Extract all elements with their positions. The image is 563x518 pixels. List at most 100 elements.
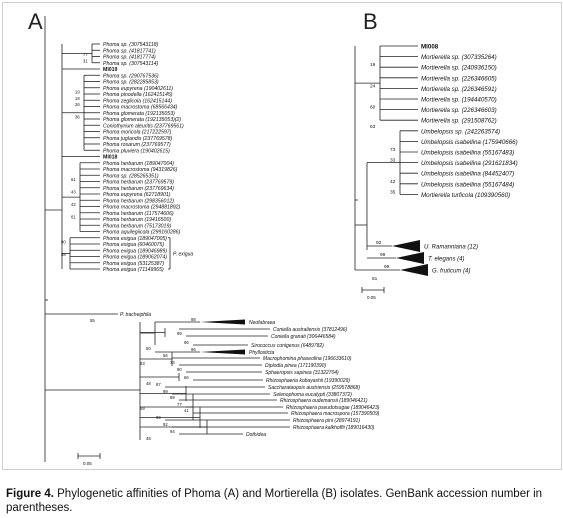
- bootstrap-value: 36: [75, 115, 80, 120]
- bootstrap-value: 94: [170, 429, 175, 434]
- taxon-label: Phoma herbarum (75173019): [103, 223, 171, 229]
- outgroup-label: Rhizosphaera oudemansii (189046421): [280, 398, 368, 404]
- outgroup-label: Dothidea: [246, 432, 266, 438]
- bootstrap-value: 99: [163, 389, 168, 394]
- taxon-label: Phoma exigua (189046989): [103, 248, 167, 254]
- figure-caption: Figure 4. Phylogenetic affinities of Pho…: [6, 487, 558, 515]
- taxon-label: Phoma herbarum (19416500): [103, 217, 171, 223]
- outgroup-label: Sirococcus conigenus (6489782): [251, 343, 324, 349]
- taxon-label: Phoma rosarum (237769577): [103, 142, 171, 148]
- bootstrap-value: 63: [140, 361, 145, 366]
- bootstrap-value: 73: [170, 360, 175, 365]
- collapsed-clade-label: Neofabraea: [249, 320, 275, 326]
- taxon-label: Coniothyrium aleuritis (237769561): [103, 123, 184, 129]
- panel-b-letter: B: [363, 9, 378, 34]
- taxon-label: Phoma glomerata (192135053): [103, 111, 175, 117]
- bootstrap-value: 61: [71, 177, 76, 182]
- bootstrap-value: 60: [370, 105, 376, 111]
- outgroup-label: Rhizosphaera pini (28974191): [293, 418, 360, 424]
- taxon-label: Phoma eupyrena (190402611): [103, 86, 173, 92]
- outgroup-label: Sphaeropsis sapinea (31322704): [265, 370, 339, 376]
- taxon-label: Phoma sp. (307543118): [103, 42, 159, 48]
- taxon-label: Umbelopsis isabellina (175940666): [421, 139, 518, 146]
- taxon-label: Phoma exigua (189062074): [103, 255, 167, 261]
- bootstrap-value: 90: [61, 240, 66, 245]
- taxon-label: Phoma exigua (53125387): [103, 261, 164, 267]
- collapsed-clade-label: T. elegans (4): [428, 257, 464, 263]
- taxon-label: Phoma herbarum (189047004): [103, 161, 174, 167]
- bootstrap-value: 33: [390, 158, 396, 164]
- isolate-label: MI018: [103, 155, 118, 161]
- bootstrap-value: 31: [83, 58, 88, 63]
- collapsed-clade-label: G. fruticum (4): [432, 269, 470, 275]
- taxon-label: Phoma aquilegiicola (299160286): [103, 230, 181, 236]
- bootstrap-value: 90: [177, 367, 182, 372]
- bootstrap-value: 35: [390, 189, 396, 195]
- taxon-label: Umbelopsis isabellina (55167484): [421, 181, 514, 188]
- outgroup-label: Rhizosphaera kalkhoffii (189016430): [293, 425, 375, 431]
- caption-text: Phylogenetic affinities of Phoma (A) and…: [6, 488, 543, 514]
- bootstrap-value: 43: [71, 190, 76, 195]
- bootstrap-value: 18: [75, 96, 80, 101]
- taxon-label: Mortierella sp. (240936150): [421, 65, 497, 72]
- taxon-label: Mortierella sp. (194440570): [421, 97, 497, 104]
- bootstrap-value: 48: [146, 436, 151, 441]
- bootstrap-value: 69: [140, 406, 145, 411]
- taxon-label: Phoma sp. (290767536): [103, 73, 159, 79]
- bootstrap-value: 19: [370, 62, 376, 68]
- taxon-label: Mortierella sp. (307335264): [421, 54, 497, 61]
- isolate-label: MI019: [103, 67, 118, 73]
- taxon-label: Phoma sp. (285265351): [103, 173, 159, 179]
- taxon-label: Mortierella turficola (109390560): [421, 192, 510, 199]
- taxon-label: Phoma herbarum (237769579): [103, 180, 174, 186]
- collapsed-clade-triangle: [396, 252, 424, 264]
- outgroup-label: Coniella granati (306446584): [271, 334, 336, 340]
- bootstrap-value: 61: [71, 215, 76, 220]
- bootstrap-value: 48: [146, 381, 151, 386]
- bootstrap-value: 87: [156, 382, 161, 387]
- collapsed-clade-triangle: [400, 264, 428, 276]
- collapsed-clade-triangle: [200, 349, 245, 355]
- taxon-label: Phoma zeglicola (162415144): [103, 98, 172, 104]
- bootstrap-value: 99: [384, 264, 390, 270]
- taxon-label: Phoma pluviera (190402615): [103, 148, 170, 154]
- taxon-label: Phoma eupyrena (62718901): [103, 192, 171, 198]
- collapsed-clade-triangle: [392, 240, 420, 252]
- taxon-label: Phoma macrostoma (68566434): [103, 105, 178, 111]
- bootstrap-value: 73: [390, 147, 396, 153]
- exigua-bracket-label: P. exigua: [173, 251, 193, 257]
- bootstrap-value: 26: [75, 102, 80, 107]
- taxon-label: Umbelopsis isabellina (55167483): [421, 150, 514, 157]
- bootstrap-value: 77: [83, 52, 88, 57]
- outgroup-label: P. tracheiphila: [120, 312, 151, 318]
- taxon-label: Phoma sp. (41817774): [103, 55, 156, 61]
- taxon-label: Mortierella sp. (226346603): [421, 107, 497, 114]
- bootstrap-value: 42: [71, 202, 76, 207]
- outgroup-label: Rhizosphaeria kobayashii (19390029): [266, 378, 350, 384]
- bootstrap-value: 19: [75, 90, 80, 95]
- taxon-label: Phoma pinodella (162415145): [103, 92, 173, 98]
- bootstrap-value: 89: [170, 395, 175, 400]
- bootstrap-value: 96: [191, 347, 196, 352]
- outgroup-label: Rhizosphaera pseudotsugae (189046423): [286, 405, 380, 411]
- bootstrap-value: 50: [146, 346, 151, 351]
- bootstrap-value: 42: [390, 179, 396, 185]
- bootstrap-value: 24: [370, 83, 376, 89]
- taxon-label: Phoma macrostoma (294881892): [103, 205, 181, 211]
- outgroup-label: Rhizosphaera macrospora (157390509): [291, 411, 380, 417]
- taxon-label: Phoma sp. (41817741): [103, 48, 156, 54]
- outgroup-label: Saccharataopsis austriensis (259578868): [268, 385, 360, 391]
- bootstrap-value: 41: [184, 408, 189, 413]
- outgroup-label: Macrophomina phaseolina (196633610): [263, 356, 352, 362]
- bootstrap-value: 77: [177, 402, 182, 407]
- isolate-label: MI008: [421, 44, 439, 51]
- bootstrap-value: 96: [184, 340, 189, 345]
- taxon-label: Phoma juglandis (237769578): [103, 136, 172, 142]
- taxon-label: Umbelopsis sp. (242263574): [421, 128, 500, 135]
- taxon-label: Phoma exigua (71149965): [103, 267, 164, 273]
- bootstrap-value: 63: [370, 124, 376, 130]
- taxon-label: Phoma sp. (307543114): [103, 61, 159, 67]
- taxon-label: Phoma herbarum (237769634): [103, 186, 174, 192]
